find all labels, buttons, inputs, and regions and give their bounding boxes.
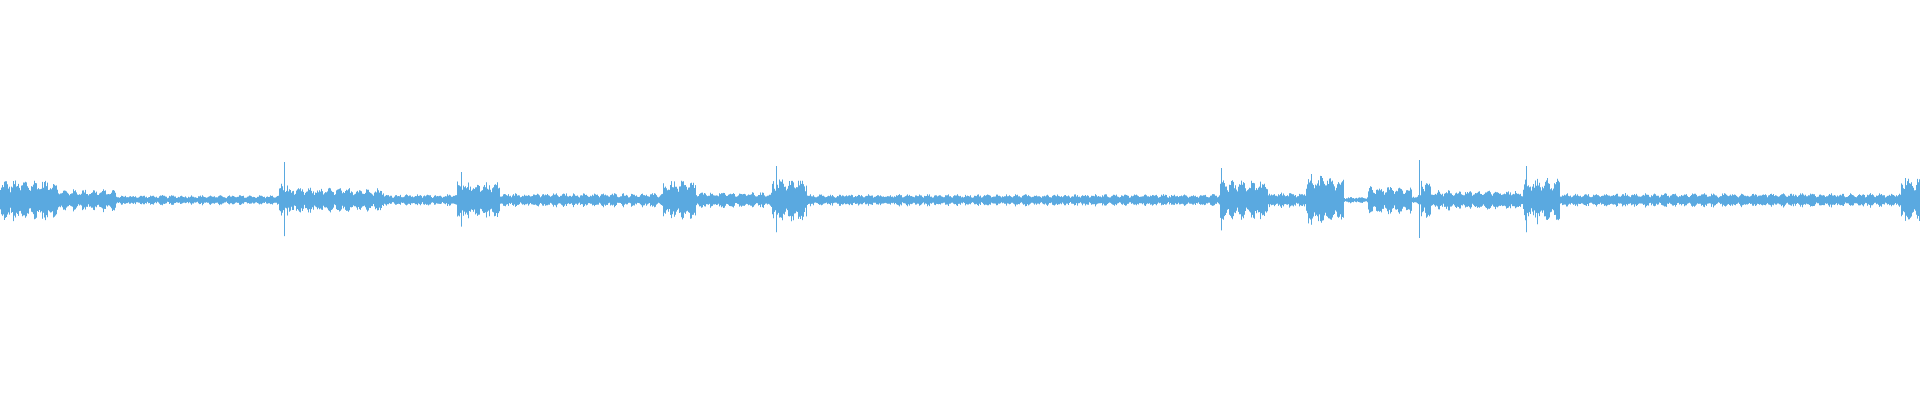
waveform-svg[interactable] (0, 0, 1920, 400)
audio-waveform[interactable] (0, 0, 1920, 400)
